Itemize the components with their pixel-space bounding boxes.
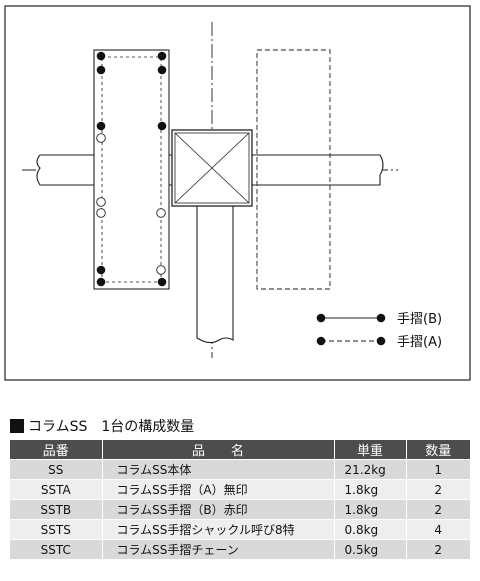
cell-weight: 0.8kg (334, 519, 407, 540)
title-square-icon (10, 419, 24, 433)
column-ss-plan-diagram: 手摺(B) 手摺(A) (4, 5, 471, 381)
open-pin (96, 208, 106, 218)
table-row: SS コラムSS本体 21.2kg 1 (10, 459, 470, 480)
filled-pin (96, 121, 106, 131)
legend-b-dot (316, 313, 326, 323)
legend-a-label: 手摺(A) (397, 335, 442, 350)
filled-pin (157, 65, 167, 75)
table-header-row: 品番 品 名 単重 数量 (10, 440, 470, 460)
left-handrail-b (93, 49, 170, 290)
cell-qty: 2 (406, 499, 470, 520)
cell-name: コラムSS本体 (102, 459, 335, 480)
cell-weight: 0.5kg (334, 539, 407, 559)
filled-pin (157, 121, 167, 131)
legend-b-label: 手摺(B) (397, 312, 442, 327)
filled-pin (96, 277, 106, 287)
legend-a-dot (316, 336, 326, 346)
cell-code: SSTC (10, 539, 103, 559)
legend: 手摺(B) 手摺(A) (316, 312, 442, 350)
table-row: SSTB コラムSS手摺（B）赤印 1.8kg 2 (10, 499, 470, 520)
cell-name: コラムSS手摺シャックル呼び8特 (102, 519, 335, 540)
cell-weight: 1.8kg (334, 479, 407, 500)
cell-code: SS (10, 459, 103, 480)
open-pin (96, 133, 106, 143)
header-qty: 数量 (406, 440, 470, 460)
filled-pin (96, 265, 106, 275)
column-square (171, 129, 253, 207)
cell-qty: 2 (406, 479, 470, 500)
right-handrail-a (256, 49, 331, 290)
filled-pin (157, 51, 167, 61)
legend-b-dot (376, 313, 386, 323)
cell-qty: 4 (406, 519, 470, 540)
legend-a-dot (376, 336, 386, 346)
open-pin (156, 208, 166, 218)
table-row: SSTA コラムSS手摺（A）無印 1.8kg 2 (10, 479, 470, 500)
cell-weight: 21.2kg (334, 459, 407, 480)
table-title: コラムSS 1台の構成数量 (10, 418, 194, 436)
open-pin (156, 265, 166, 275)
parts-table: 品番 品 名 単重 数量 SS コラムSS本体 21.2kg 1 SSTA コラ… (10, 440, 470, 559)
open-pin (96, 197, 106, 207)
cell-name: コラムSS手摺チェーン (102, 539, 335, 559)
diagram-frame (4, 5, 471, 381)
filled-pin (96, 65, 106, 75)
filled-pin (96, 51, 106, 61)
cell-name: コラムSS手摺（A）無印 (102, 479, 335, 500)
cell-weight: 1.8kg (334, 499, 407, 520)
cell-qty: 2 (406, 539, 470, 559)
header-name: 品 名 (102, 440, 335, 460)
cell-code: SSTS (10, 519, 103, 540)
cell-code: SSTB (10, 499, 103, 520)
table-row: SSTC コラムSS手摺チェーン 0.5kg 2 (10, 539, 470, 559)
cell-name: コラムSS手摺（B）赤印 (102, 499, 335, 520)
table-title-text: コラムSS 1台の構成数量 (28, 419, 195, 435)
header-code: 品番 (10, 440, 103, 460)
cell-qty: 1 (406, 459, 470, 480)
vertical-beam (196, 204, 234, 344)
header-weight: 単重 (334, 440, 407, 460)
table-row: SSTS コラムSS手摺シャックル呼び8特 0.8kg 4 (10, 519, 470, 540)
cell-code: SSTA (10, 479, 103, 500)
filled-pin (157, 277, 167, 287)
